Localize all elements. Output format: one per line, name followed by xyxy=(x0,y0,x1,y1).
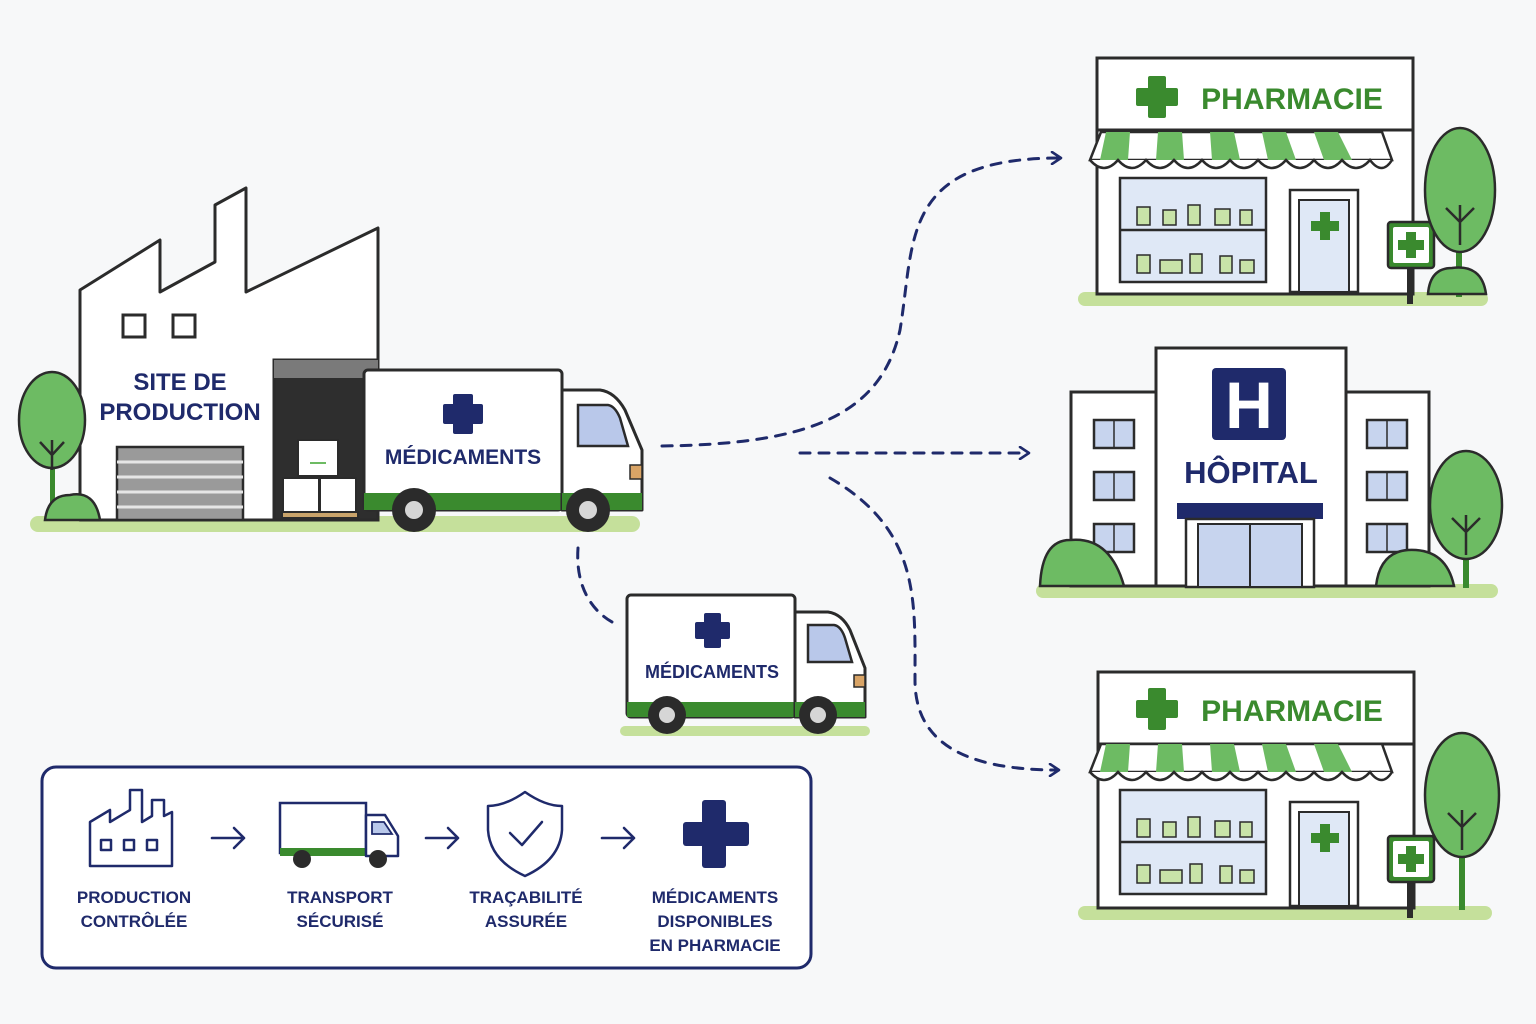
truck-icon xyxy=(278,801,400,868)
arrow-right-icon xyxy=(424,826,460,850)
step-medicaments-line1: MÉDICAMENTS xyxy=(652,888,779,907)
factory-window xyxy=(171,313,197,339)
step-transport-line2: SÉCURISÉ xyxy=(297,912,384,931)
bush xyxy=(1426,266,1488,296)
pharmacy-top: PHARMACIE xyxy=(1078,56,1497,306)
medicine-bottles xyxy=(1136,816,1255,884)
medicine-bottles xyxy=(1136,204,1255,274)
bush xyxy=(1038,538,1126,588)
factory-garage-door xyxy=(115,445,245,522)
truck-main-label: MÉDICAMENTS xyxy=(385,446,541,469)
process-panel: PRODUCTION CONTRÔLÉE TRANSPORT SÉCURISÉ … xyxy=(40,765,813,970)
hospital: H HÔPITAL xyxy=(1036,346,1504,598)
bush xyxy=(43,493,102,522)
medical-cross-icon xyxy=(695,613,730,648)
step-tracability-line2: ASSURÉE xyxy=(485,912,567,931)
arrow-right-icon xyxy=(600,826,636,850)
factory-window xyxy=(121,313,147,339)
tree xyxy=(1423,731,1501,910)
step-medicaments-line2: DISPONIBLES xyxy=(657,912,772,931)
step-production-line2: CONTRÔLÉE xyxy=(81,912,188,931)
pharmacy-sign xyxy=(1386,220,1436,304)
pharmacy-cross-icon xyxy=(1136,688,1178,730)
medical-cross-icon xyxy=(443,394,483,434)
arrow-right-icon xyxy=(210,826,246,850)
truck-small: MÉDICAMENTS xyxy=(620,593,870,736)
hospital-label: HÔPITAL xyxy=(1184,454,1318,490)
route-to-small-truck xyxy=(576,546,620,627)
tree xyxy=(1423,126,1497,297)
hospital-sign xyxy=(1212,368,1286,440)
loading-dock-header xyxy=(274,360,378,378)
truck-small-label: MÉDICAMENTS xyxy=(645,661,779,682)
medical-cross-icon xyxy=(683,800,749,868)
factory-label-line2: PRODUCTION xyxy=(99,399,260,426)
factory-icon xyxy=(88,788,174,868)
pharmacy-sign xyxy=(1386,834,1436,918)
routes xyxy=(576,158,1060,770)
route-to-pharmacy-bottom xyxy=(828,476,1058,770)
hospital-canopy xyxy=(1177,503,1323,519)
shield-check-icon xyxy=(486,790,564,878)
bush xyxy=(1374,548,1456,588)
tree xyxy=(1428,449,1504,588)
factory: SITE DE PRODUCTION xyxy=(17,186,640,532)
awning xyxy=(1088,742,1394,782)
step-production-line1: PRODUCTION xyxy=(77,888,191,907)
pharmacy-cross-icon xyxy=(1136,76,1178,118)
step-medicaments-line3: EN PHARMACIE xyxy=(649,936,780,955)
pharmacy-top-label: PHARMACIE xyxy=(1201,83,1383,116)
tree xyxy=(17,370,87,515)
boxes xyxy=(281,439,359,519)
factory-label-line1: SITE DE xyxy=(133,369,226,396)
process-panel-frame xyxy=(40,765,813,970)
truck-main-window xyxy=(576,403,630,448)
step-tracability-line1: TRAÇABILITÉ xyxy=(469,888,582,907)
hospital-sign-letter: H xyxy=(1225,368,1273,442)
pharmacy-bottom-label: PHARMACIE xyxy=(1201,695,1383,728)
truck-main-cargo xyxy=(362,368,564,512)
route-to-pharmacy-top xyxy=(660,158,1060,448)
pharmacy-bottom: PHARMACIE xyxy=(1078,670,1501,920)
awning xyxy=(1088,130,1394,170)
step-transport-line1: TRANSPORT xyxy=(287,888,393,907)
truck-main: MÉDICAMENTS xyxy=(362,368,644,532)
